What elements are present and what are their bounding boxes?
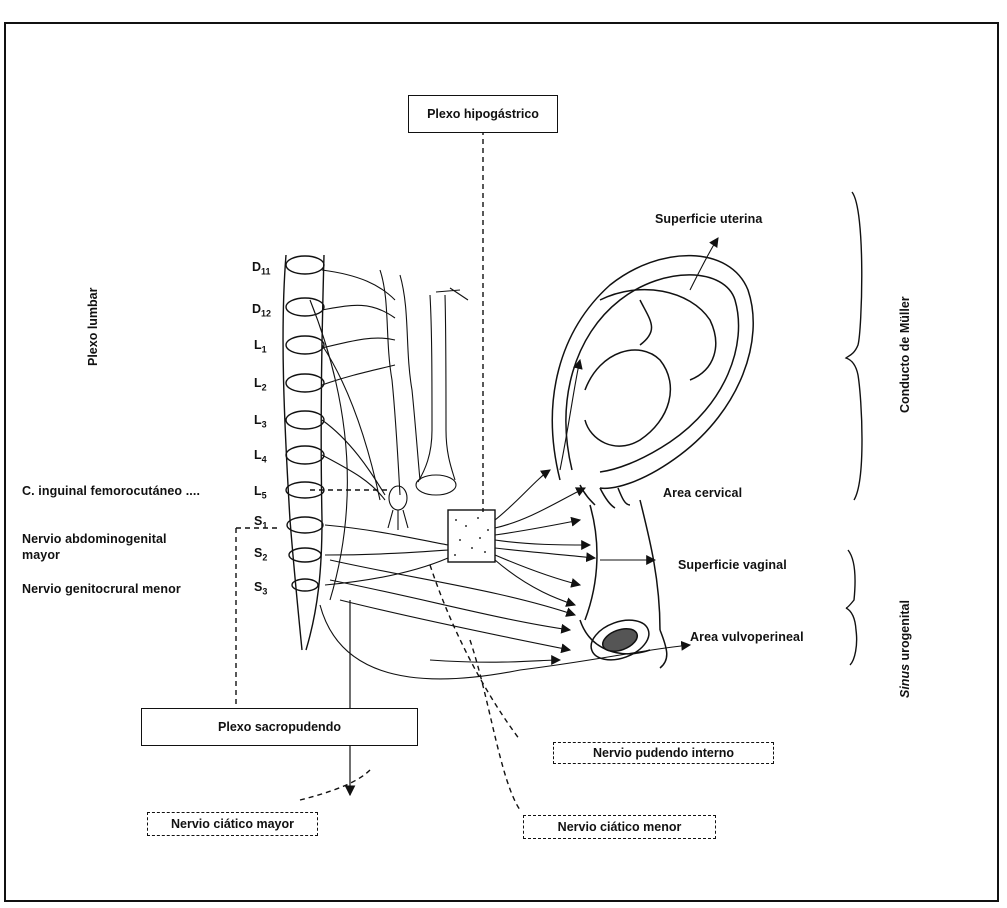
area-vulvoperineal-label: Area vulvoperineal — [690, 630, 804, 644]
plexo-sacropudendo-box: Plexo sacropudendo — [141, 708, 418, 746]
nervio-pudendo-interno-label: Nervio pudendo interno — [593, 746, 734, 760]
right-braces — [846, 192, 862, 665]
urogenital-word: urogenital — [898, 600, 912, 664]
plexo-sacropudendo-label: Plexo sacropudendo — [218, 720, 341, 734]
segment-s2: S2 — [254, 546, 267, 563]
segment-l3: L3 — [254, 413, 267, 430]
segment-d12: D12 — [252, 302, 271, 319]
segment-d11: D11 — [252, 260, 271, 277]
nervio-pudendo-interno-box: Nervio pudendo interno — [553, 742, 774, 764]
segment-l5: L5 — [254, 484, 267, 501]
nervio-ciatico-mayor-box: Nervio ciático mayor — [147, 812, 318, 836]
innervation-arrows — [320, 238, 718, 679]
segment-l4: L4 — [254, 448, 267, 465]
plexo-hipogastrico-label: Plexo hipogástrico — [427, 107, 539, 121]
conducto-muller-label: Conducto de Müller — [898, 296, 912, 413]
sinus-word: Sinus — [898, 664, 912, 698]
c-inguinal-label: C. inguinal femorocutáneo .... — [22, 484, 200, 498]
nervio-abdominogenital-label: Nervio abdominogenital — [22, 532, 167, 546]
nervio-ciatico-mayor-label: Nervio ciático mayor — [171, 817, 294, 831]
superficie-vaginal-label: Superficie vaginal — [678, 558, 787, 572]
segment-l1: L1 — [254, 338, 267, 355]
area-cervical-label: Area cervical — [663, 486, 742, 500]
nervio-ciatico-menor-label: Nervio ciático menor — [558, 820, 682, 834]
plexo-hipogastrico-box: Plexo hipogástrico — [408, 95, 558, 133]
plexo-lumbar-label: Plexo lumbar — [86, 288, 100, 367]
segment-l2: L2 — [254, 376, 267, 393]
nervio-ciatico-menor-box: Nervio ciático menor — [523, 815, 716, 839]
superficie-uterina-label: Superficie uterina — [655, 212, 762, 226]
uterus — [552, 256, 753, 668]
segment-s3: S3 — [254, 580, 267, 597]
nervio-genitocrural-label: Nervio genitocrural menor — [22, 582, 181, 596]
segment-s1: S1 — [254, 514, 267, 531]
sinus-urogenital-label: Sinus urogenital — [898, 600, 912, 698]
lumbar-nerves — [310, 270, 468, 600]
spinal-column — [283, 255, 324, 650]
mayor-label: mayor — [22, 548, 60, 562]
